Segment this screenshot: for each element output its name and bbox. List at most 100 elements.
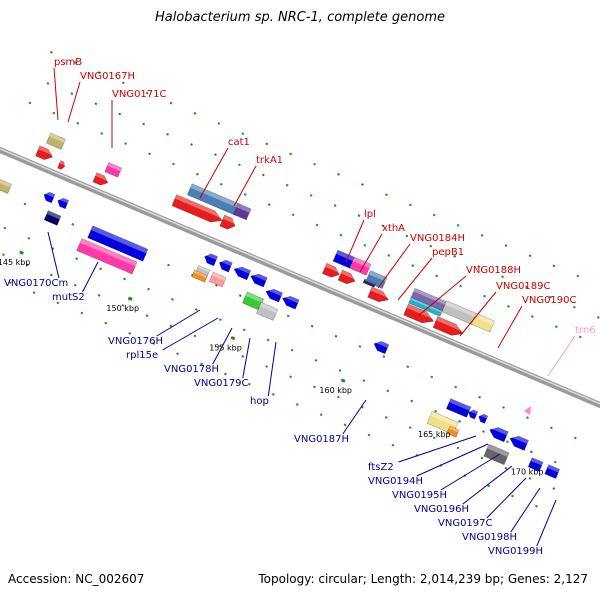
guide-dot	[128, 331, 132, 335]
gene-box-shine	[547, 464, 560, 473]
label-rpl15e-leader	[162, 317, 219, 351]
gene-box-shine	[245, 291, 264, 303]
gene-box-shine	[49, 132, 66, 143]
gene-box	[35, 145, 55, 160]
guide-dot	[478, 395, 481, 399]
gene-box-shine	[58, 196, 69, 204]
backbone-highlight	[0, 148, 600, 405]
guide-dot	[406, 365, 410, 369]
guide-dot	[172, 162, 175, 166]
gene-box-shine	[368, 270, 387, 282]
label-vng0194h-leader	[416, 443, 489, 477]
guide-dot	[289, 375, 292, 379]
guide-dot	[27, 236, 31, 240]
guide-dot	[2, 253, 5, 257]
guide-dot	[456, 446, 460, 450]
gene-box-shape	[322, 262, 340, 278]
guide-dot	[238, 294, 242, 297]
guide-dot	[504, 466, 508, 470]
gene-box-shape	[367, 286, 389, 303]
guide-dot	[271, 393, 275, 396]
guide-dot	[242, 328, 246, 332]
guide-dot	[167, 263, 170, 267]
gene-box-shine	[174, 194, 225, 219]
gene-box	[265, 286, 284, 303]
tick-label: 145 kbp	[0, 258, 30, 267]
guide-dot	[549, 426, 553, 430]
guide-dot	[573, 436, 577, 440]
label-cat1: cat1	[228, 137, 250, 148]
guide-dot	[123, 277, 126, 281]
gene-box	[322, 262, 342, 278]
gene-box	[337, 269, 358, 285]
guide-dot	[265, 142, 269, 146]
guide-dot	[289, 152, 293, 156]
guide-dot	[309, 193, 313, 197]
label-vng0187h-leader	[342, 399, 367, 435]
gene-box-shine	[490, 424, 509, 436]
guide-dot	[56, 301, 60, 305]
guide-dot	[391, 443, 395, 447]
gene-box-shape	[446, 425, 460, 438]
guide-dot	[381, 224, 385, 228]
guide-dot	[314, 359, 318, 362]
label-lpl: lpl	[364, 209, 376, 220]
gene-box	[489, 424, 509, 443]
gene-box	[373, 339, 390, 355]
guide-dot	[506, 440, 509, 444]
gene-box-shine	[211, 272, 227, 281]
gene-box-shape	[87, 225, 149, 262]
gene-box-shine	[44, 190, 55, 198]
gene-box-shine	[190, 183, 240, 209]
label-vng0188h-leader	[417, 275, 467, 317]
gene-box-shine	[410, 297, 443, 313]
gene-box-shape	[43, 210, 62, 226]
guide-dot	[97, 71, 101, 75]
gene-box-shine	[0, 178, 12, 188]
gene-box	[191, 269, 208, 283]
guide-dot	[483, 294, 486, 298]
label-ftsz2: ftsZ2	[368, 462, 394, 473]
gene-box-shine	[436, 316, 466, 333]
gene-box-shape	[527, 457, 544, 472]
gene-box	[544, 464, 561, 479]
guide-dot	[453, 254, 457, 258]
guide-dot	[286, 314, 290, 318]
gene-box-shape	[337, 269, 356, 285]
tick-label: 160 kbp	[319, 386, 352, 395]
accession-text: Accession: NC_002607	[8, 572, 145, 586]
tick-mark	[230, 335, 236, 341]
guide-dot	[171, 297, 174, 301]
guide-dot	[361, 183, 364, 186]
label-vng0178h-leader	[212, 327, 233, 365]
label-vng0189c: VNG0189C	[496, 281, 551, 292]
guide-dot	[459, 284, 463, 288]
label-ftsz2-leader	[398, 435, 477, 463]
gene-box-shape	[171, 194, 223, 223]
guide-dot	[99, 267, 103, 271]
guide-dot	[456, 223, 460, 227]
gene-box	[92, 172, 110, 186]
gene-box-shine	[530, 457, 544, 466]
guide-dot	[28, 101, 32, 105]
guide-dot	[218, 318, 222, 322]
gene-box-shape	[104, 162, 123, 178]
gene-box	[104, 162, 123, 178]
label-trn6-leader	[547, 335, 576, 377]
guide-dot	[429, 244, 433, 248]
guide-dot	[219, 182, 223, 186]
gene-box-shape	[57, 197, 70, 210]
guide-dot	[553, 460, 557, 464]
tick-label: 150 kbp	[106, 304, 139, 313]
label-vng0196h: VNG0196H	[414, 504, 469, 515]
guide-dot	[195, 172, 199, 176]
guide-dot	[526, 416, 529, 419]
gene-box-shine	[222, 214, 238, 225]
gene-box-shine	[449, 398, 471, 411]
label-xtha: xthA	[382, 223, 405, 234]
guide-dot	[190, 143, 193, 146]
gene-box-shine	[80, 238, 138, 267]
label-vng0188h: VNG0188H	[466, 265, 521, 276]
guide-dot	[104, 321, 108, 325]
